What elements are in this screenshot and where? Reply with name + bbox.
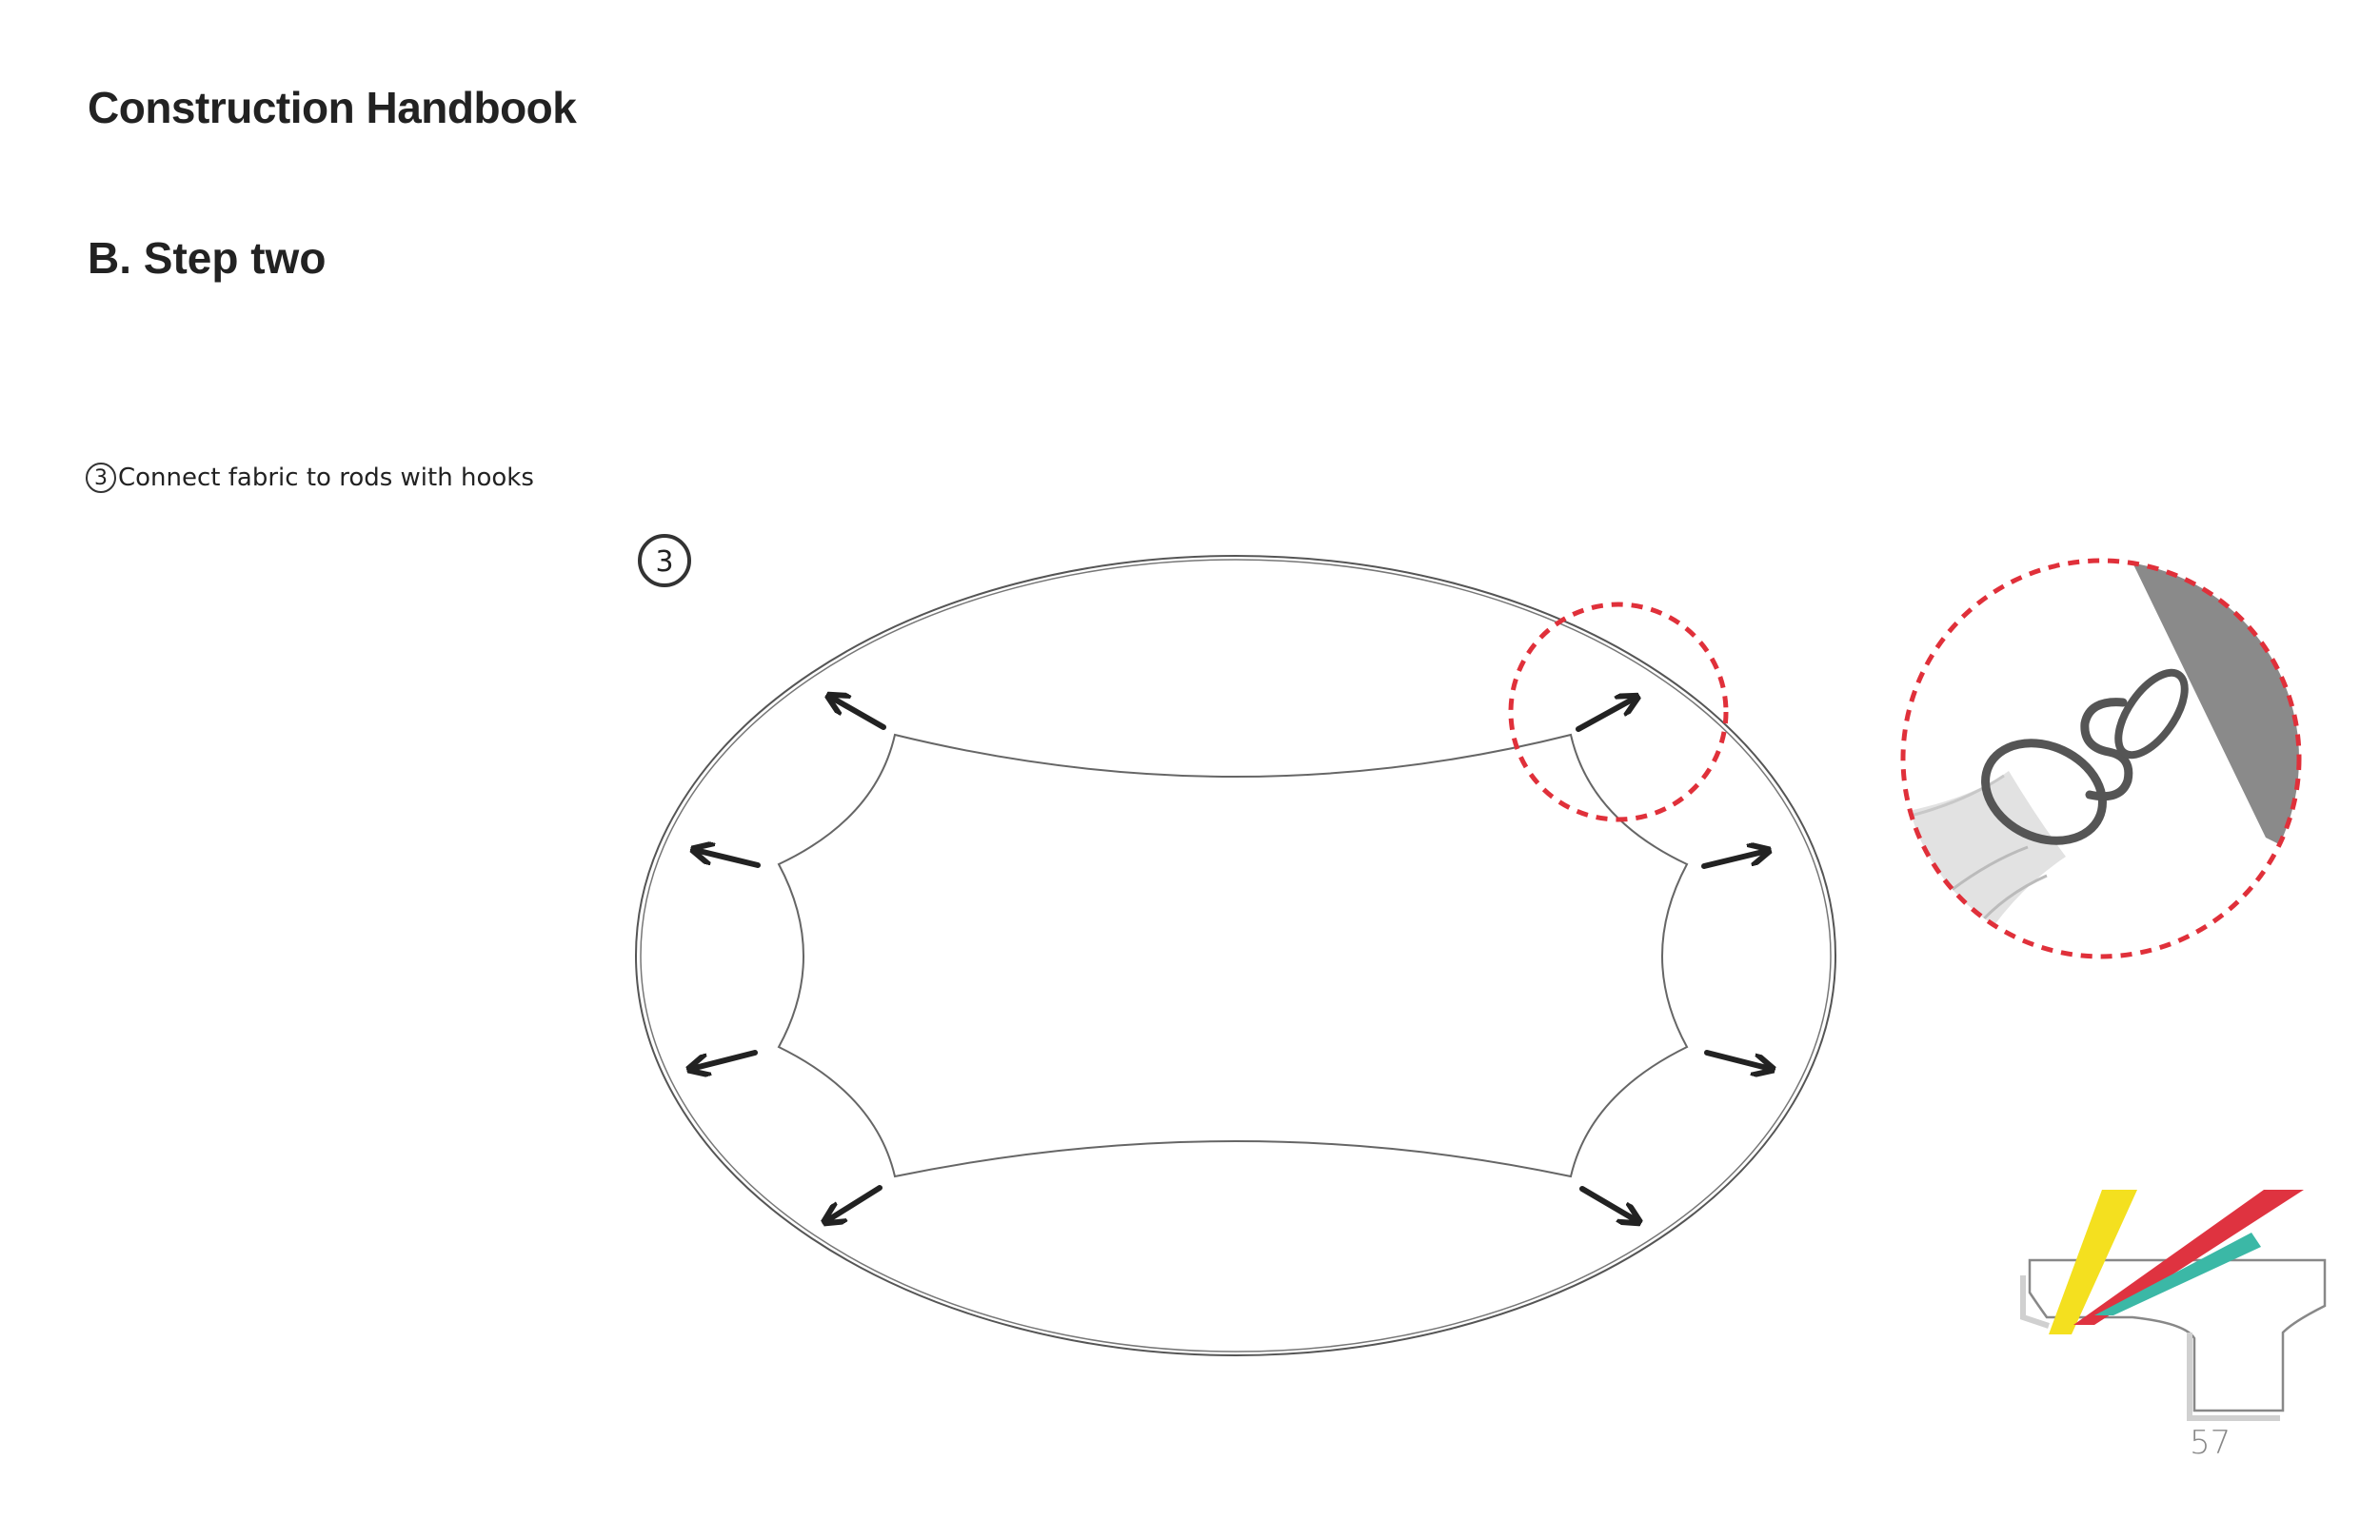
detail-callout-marker (1508, 602, 1729, 822)
page-number: 57 (2190, 1424, 2231, 1462)
brand-logo (2020, 1190, 2327, 1421)
rod-section (2118, 561, 2299, 857)
diagram-step-label: 3 (655, 545, 673, 579)
instruction-text: Connect fabric to rods with hooks (118, 464, 534, 492)
hook-detail-view (1900, 558, 2302, 959)
instruction-step-3: 3 Connect fabric to rods with hooks (86, 461, 534, 495)
arrow-right-upper (1701, 851, 1767, 869)
arrow-top-left (830, 697, 886, 730)
detail-zoom-circle (1900, 558, 2302, 959)
arrow-left-upper (695, 850, 761, 868)
section-title: B. Step two (88, 233, 327, 283)
arrow-right-lower (1704, 1050, 1771, 1069)
logo-stripe-red (2073, 1190, 2304, 1325)
fabric-panel (777, 733, 1689, 1178)
arrow-bottom-right (1579, 1186, 1637, 1221)
arrow-bottom-left (826, 1185, 883, 1221)
fabric-corner (1903, 771, 2066, 957)
arrow-left-lower (691, 1050, 758, 1069)
logo-stripe-teal (2094, 1233, 2261, 1315)
logo-stripe-yellow (2049, 1190, 2137, 1334)
fabric-ring (1981, 739, 2107, 845)
diagram-step-marker: 3 (638, 534, 691, 587)
frame-ring (635, 555, 1836, 1356)
step-number-badge: 3 (86, 463, 116, 493)
rod-loop (2114, 668, 2189, 760)
logo-t-shape (2028, 1258, 2327, 1412)
s-hook (2080, 698, 2133, 801)
tension-arrows (691, 697, 1771, 1221)
arrow-top-right (1576, 698, 1636, 732)
document-title: Construction Handbook (88, 83, 577, 132)
